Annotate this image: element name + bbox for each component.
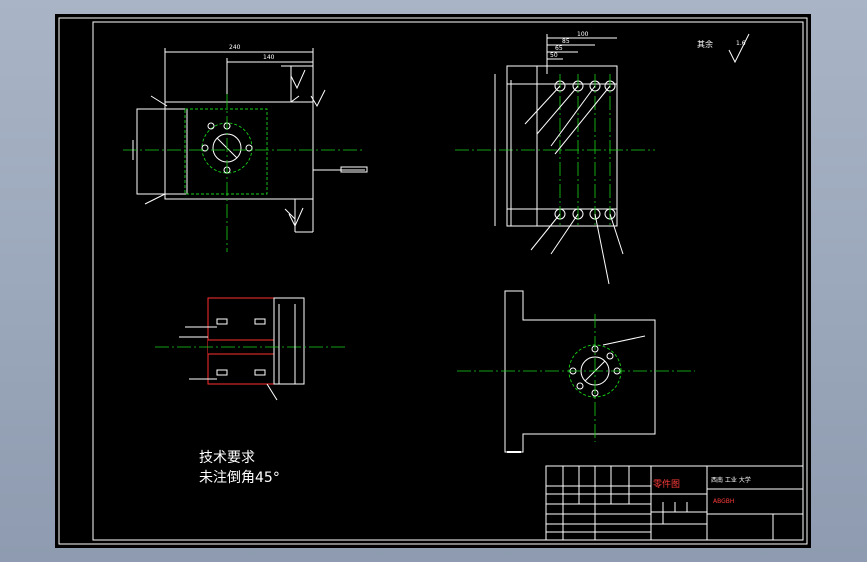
company-name: 西南 工业 大学 bbox=[711, 476, 751, 484]
title-block: 零件图 西南 工业 大学 ABGBH bbox=[545, 465, 804, 541]
drawing-sheet: 240 140 bbox=[55, 14, 811, 548]
inner-frame bbox=[92, 21, 804, 541]
dim-85: 85 bbox=[562, 38, 570, 45]
front-view: 240 140 bbox=[123, 44, 368, 252]
dim-65: 65 bbox=[555, 45, 563, 52]
drawing-canvas: 240 140 bbox=[58, 17, 808, 545]
outer-frame bbox=[58, 17, 808, 545]
tech-req-line1: 未注倒角45° bbox=[199, 470, 280, 486]
tech-req-title: 技术要求 bbox=[199, 450, 255, 466]
bottom-view bbox=[457, 290, 695, 453]
roughness-value: 1.6 bbox=[736, 40, 746, 47]
section-view bbox=[155, 297, 345, 401]
roughness-note: 其余 bbox=[697, 39, 713, 49]
drawing-code: ABGBH bbox=[713, 498, 734, 505]
dim-240: 240 bbox=[229, 44, 241, 51]
roughness-symbol bbox=[728, 33, 750, 64]
dim-100: 100 bbox=[577, 31, 589, 38]
side-view: 100 85 65 50 其余 1.6 bbox=[455, 31, 750, 285]
dim-50: 50 bbox=[550, 52, 558, 59]
dim-140: 140 bbox=[263, 54, 275, 61]
drawing-title: 零件图 bbox=[653, 478, 680, 490]
